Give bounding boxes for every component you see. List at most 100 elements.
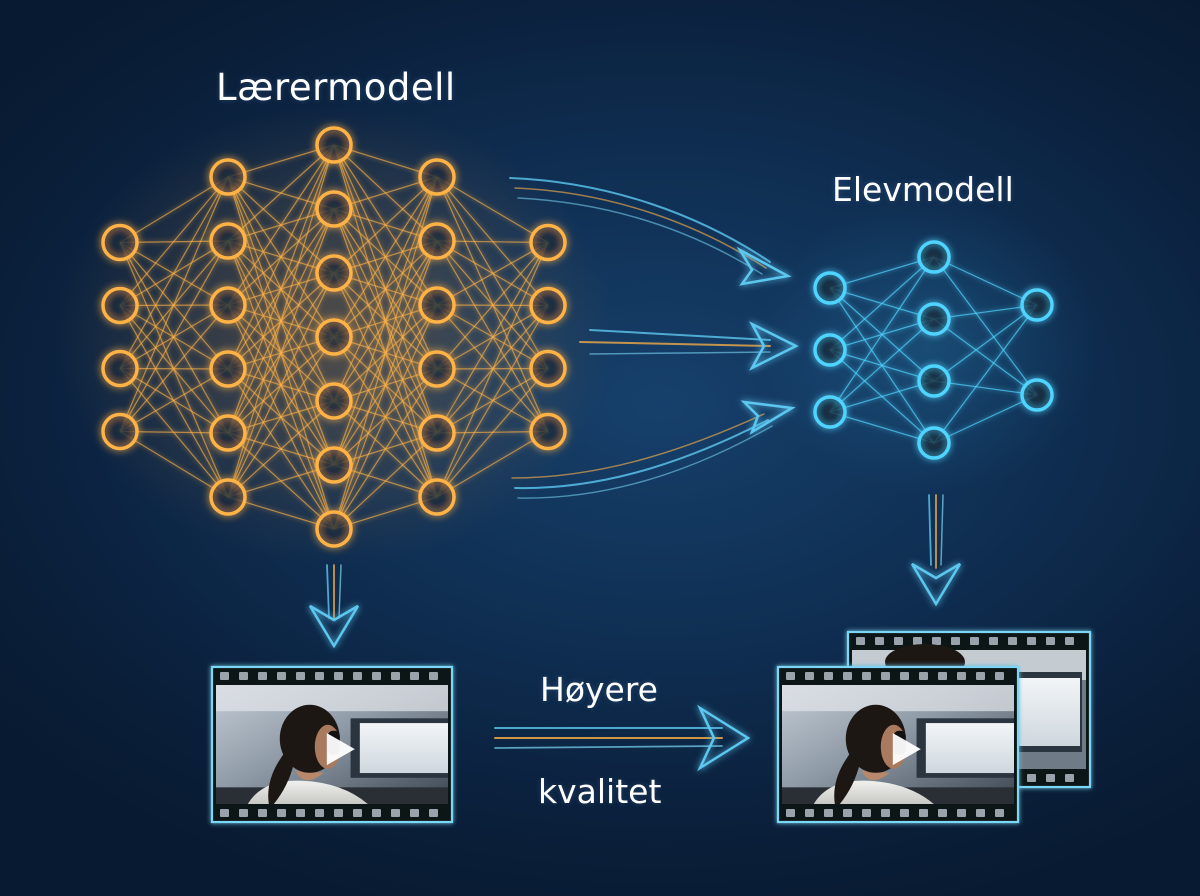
teacher-connection [227,272,335,498]
teacher-connection [333,368,438,530]
teacher-connection [227,144,335,242]
teacher-connection [436,305,549,498]
student-model-title: Elevmodell [832,170,1014,209]
teacher-connection [333,176,438,338]
student-connection [829,380,935,413]
teacher-neuron [529,412,567,451]
teacher-connection [227,336,335,498]
teacher-neuron [418,350,456,388]
student-neuron [1020,288,1054,322]
teacher-neuron [209,478,247,516]
teacher-connection [227,144,335,370]
teacher-neuron [209,286,247,324]
student-connection [933,304,1038,320]
teacher-neuron [418,222,456,260]
student-neuron [813,395,847,429]
teacher-connection [227,144,335,306]
student-connection [829,411,935,444]
quality-label-line2: kvalitet [538,772,662,811]
teacher-model-title: Lærermodell [216,66,456,109]
student-neuron [917,426,951,460]
student-connection [829,318,935,413]
teacher-neuron [418,414,456,452]
person [813,704,934,804]
film-strip-icon [856,637,1074,782]
teacher-output-video-frame [210,665,454,824]
teacher-connection [227,144,335,434]
student-connection [933,304,1038,382]
teacher-connection [436,242,549,434]
play-icon[interactable] [892,733,921,766]
teacher-neuron [315,382,353,420]
arrow-middle [579,321,799,371]
student-connection [829,256,935,413]
teacher-connection [119,304,229,432]
teacher-neuron [529,286,567,325]
teacher-connection [333,176,438,402]
student-neuron [1020,378,1054,412]
arrow-bottom [511,400,796,499]
teacher-neuron [209,350,247,388]
teacher-neuron [209,222,247,260]
teacher-connection [436,241,549,306]
teacher-connection [436,242,549,370]
play-icon[interactable] [326,733,355,766]
teacher-connection [436,242,549,498]
quality-label-line1: Høyere [540,670,658,709]
teacher-neuron [315,190,353,228]
teacher-connection [119,430,229,498]
teacher-connection [333,432,438,530]
teacher-connection [119,368,229,433]
student-network [813,240,1054,460]
teacher-connection [119,240,229,432]
teacher-network [101,126,567,548]
student-output-video-frame [776,665,1020,824]
student-connection [933,318,1038,396]
teacher-connection [333,304,438,530]
teacher-neuron [101,412,139,451]
teacher-connection [333,176,438,274]
student-halo [760,195,1100,495]
student-neuron [917,302,951,336]
teacher-connection [436,430,549,498]
teacher-connection [119,176,229,306]
film-strip-icon [786,672,1004,817]
teacher-neuron [315,510,353,548]
teacher-neuron [418,478,456,516]
teacher-neuron [529,223,567,262]
teacher-neuron [209,414,247,452]
teacher-connection [333,240,438,530]
student-neuron [917,240,951,274]
teacher-neuron [315,254,353,292]
student-connection [933,380,1038,396]
film-strip-icon [220,672,438,817]
distillation-arrows [509,177,799,499]
teacher-connection [436,176,549,244]
teacher-output-scene [216,685,448,804]
arrow-top [509,177,792,286]
teacher-neuron [315,446,353,484]
teacher-neuron [418,158,456,196]
student-connection [933,304,1038,444]
teacher-neuron [101,349,139,388]
student-output-arrow [910,494,962,607]
teacher-connection [119,176,229,432]
teacher-neuron [101,223,139,262]
teacher-connection [436,368,549,498]
teacher-connection [333,176,438,466]
teacher-neuron [101,286,139,325]
teacher-neuron [315,318,353,356]
student-connection [829,256,935,351]
teacher-neuron [418,286,456,324]
teacher-connection [119,176,229,369]
teacher-neuron [529,349,567,388]
teacher-connection [227,400,335,498]
teacher-connection [119,176,229,244]
student-connection [933,256,1038,306]
student-neuron [813,333,847,367]
student-neuron [813,271,847,305]
student-connection [829,256,935,289]
student-neuron [917,364,951,398]
